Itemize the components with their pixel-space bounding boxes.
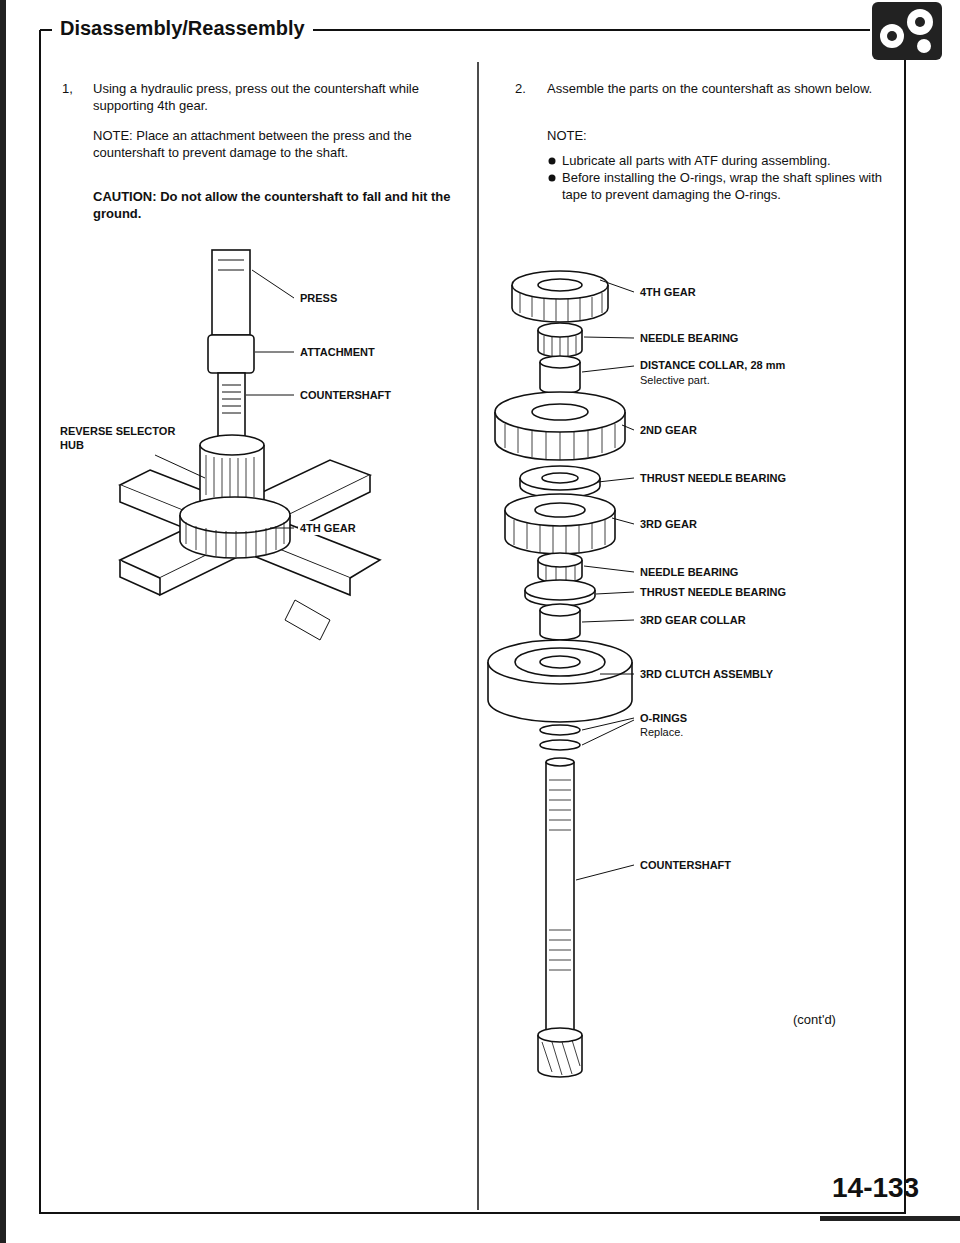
part-label: REVERSE SELECTOR HUB <box>58 424 194 452</box>
continued-note: (cont'd) <box>793 1011 836 1028</box>
page-frame <box>40 30 905 1213</box>
page-title: Disassembly/Reassembly <box>52 16 313 40</box>
part-label: DISTANCE COLLAR, 28 mm <box>638 358 787 372</box>
leader-lines <box>576 280 634 880</box>
rule <box>820 1216 960 1221</box>
step-number: 1, <box>62 80 73 97</box>
part-label: COUNTERSHAFT <box>638 858 733 872</box>
part-label: 2ND GEAR <box>638 423 699 437</box>
step-number: 2. <box>515 80 526 97</box>
step-text: Using a hydraulic press, press out the c… <box>93 80 465 114</box>
note-bullet: Before installing the O-rings, wrap the … <box>562 169 902 203</box>
part-label: COUNTERSHAFT <box>298 388 393 402</box>
part-label: NEEDLE BEARING <box>638 565 740 579</box>
step-text: Assemble the parts on the countershaft a… <box>547 80 902 97</box>
part-label: O-RINGS <box>638 711 689 725</box>
part-note: Replace. <box>640 725 683 739</box>
scan-edge <box>0 0 6 1243</box>
note-heading: NOTE: <box>547 127 587 144</box>
leader-lines <box>155 270 294 528</box>
part-label: PRESS <box>298 291 339 305</box>
part-label: 4TH GEAR <box>638 285 698 299</box>
page-number: 14-133 <box>832 1172 919 1204</box>
section-icon <box>872 2 942 60</box>
part-label: 3RD GEAR COLLAR <box>638 613 748 627</box>
part-label: NEEDLE BEARING <box>638 331 740 345</box>
note-bullet: Lubricate all parts with ATF during asse… <box>562 152 902 169</box>
caution-text: CAUTION: Do not allow the countershaft t… <box>93 188 465 222</box>
part-label: 4TH GEAR <box>298 521 358 535</box>
note-text: NOTE: Place an attachment between the pr… <box>93 127 465 161</box>
part-label: 3RD GEAR <box>638 517 699 531</box>
part-label: ATTACHMENT <box>298 345 377 359</box>
part-label: THRUST NEEDLE BEARING <box>638 585 788 599</box>
part-note: Selective part. <box>640 373 710 387</box>
part-label: THRUST NEEDLE BEARING <box>638 471 788 485</box>
bullet-dots <box>549 158 556 182</box>
part-label: 3RD CLUTCH ASSEMBLY <box>638 667 775 681</box>
